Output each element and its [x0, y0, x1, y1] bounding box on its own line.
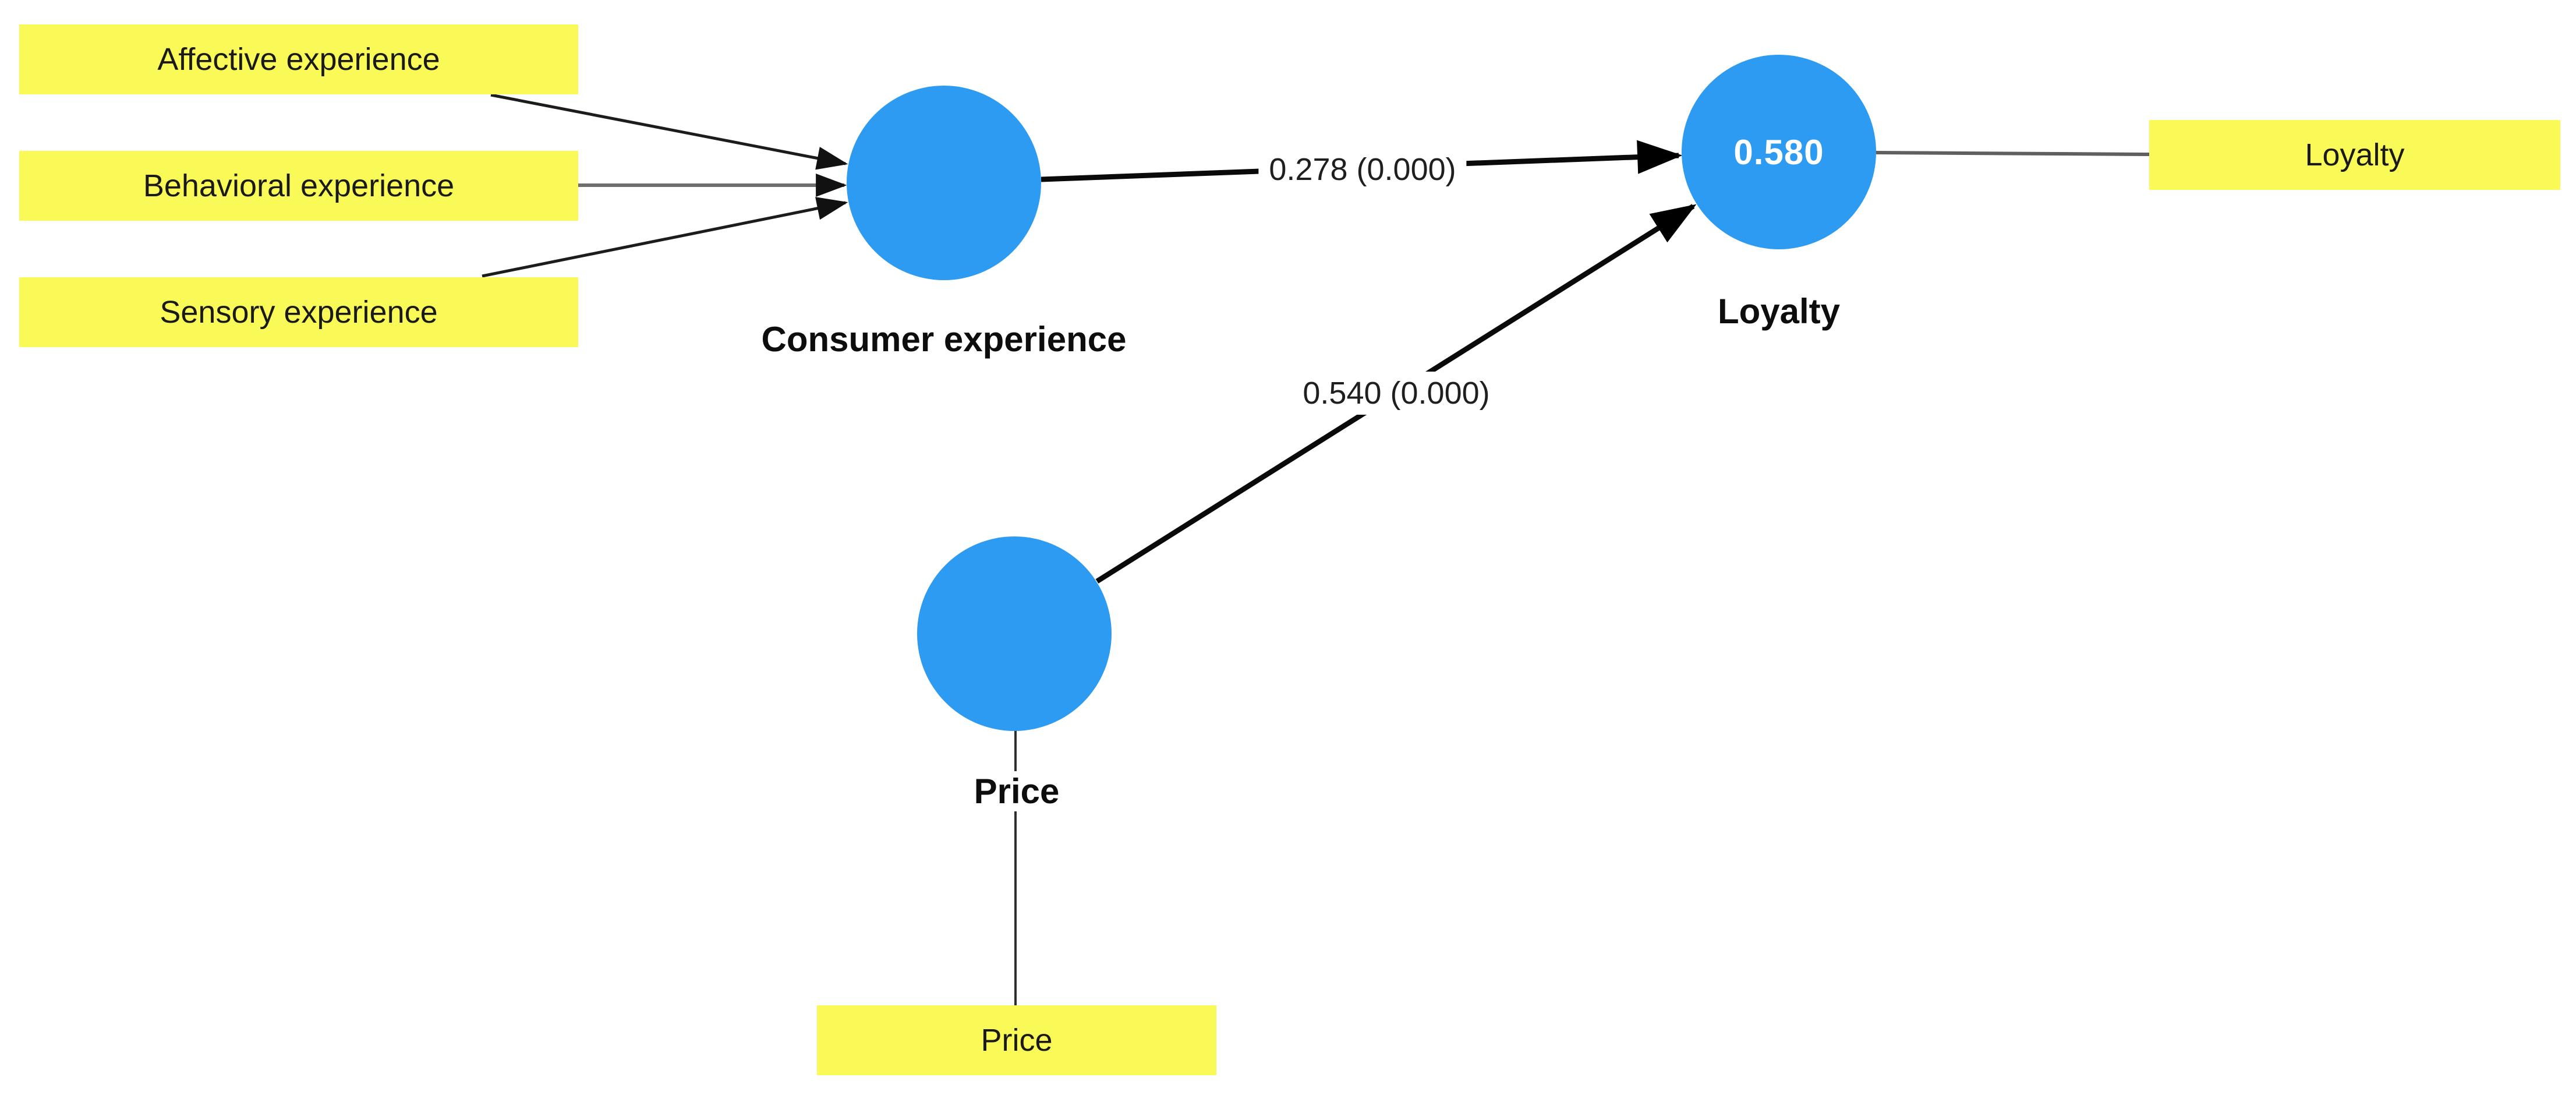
indicator-box-sensory-experience: Sensory experience	[19, 277, 578, 347]
edge-loyalty-to-indicator	[1876, 151, 2150, 156]
indicator-label: Behavioral experience	[143, 168, 455, 203]
path-coefficient-consumer-to-loyalty: 0.278 (0.000)	[1258, 148, 1467, 191]
path-coefficient-price-to-loyalty: 0.540 (0.000)	[1292, 372, 1501, 415]
indicator-box-loyalty: Loyalty	[2149, 120, 2560, 190]
indicator-box-price: Price	[817, 1005, 1216, 1075]
indicator-label: Affective experience	[157, 42, 440, 77]
indicator-box-behavioral-experience: Behavioral experience	[19, 151, 578, 221]
latent-circle-consumer-experience	[847, 86, 1041, 280]
edge-sensory-to-consumer	[482, 197, 848, 278]
indicator-label: Price	[981, 1023, 1053, 1058]
indicator-label: Sensory experience	[160, 295, 438, 330]
latent-circle-loyalty: 0.580	[1682, 55, 1876, 249]
latent-label-price: Price	[965, 771, 1068, 811]
indicator-box-affective-experience: Affective experience	[19, 24, 578, 94]
edge-affective-to-consumer	[490, 93, 848, 170]
indicator-label: Loyalty	[2305, 137, 2405, 172]
latent-label-consumer-experience: Consumer experience	[761, 320, 1127, 359]
r2-value: 0.580	[1733, 132, 1824, 172]
latent-circle-price	[917, 536, 1112, 731]
latent-label-loyalty: Loyalty	[1717, 292, 1841, 331]
